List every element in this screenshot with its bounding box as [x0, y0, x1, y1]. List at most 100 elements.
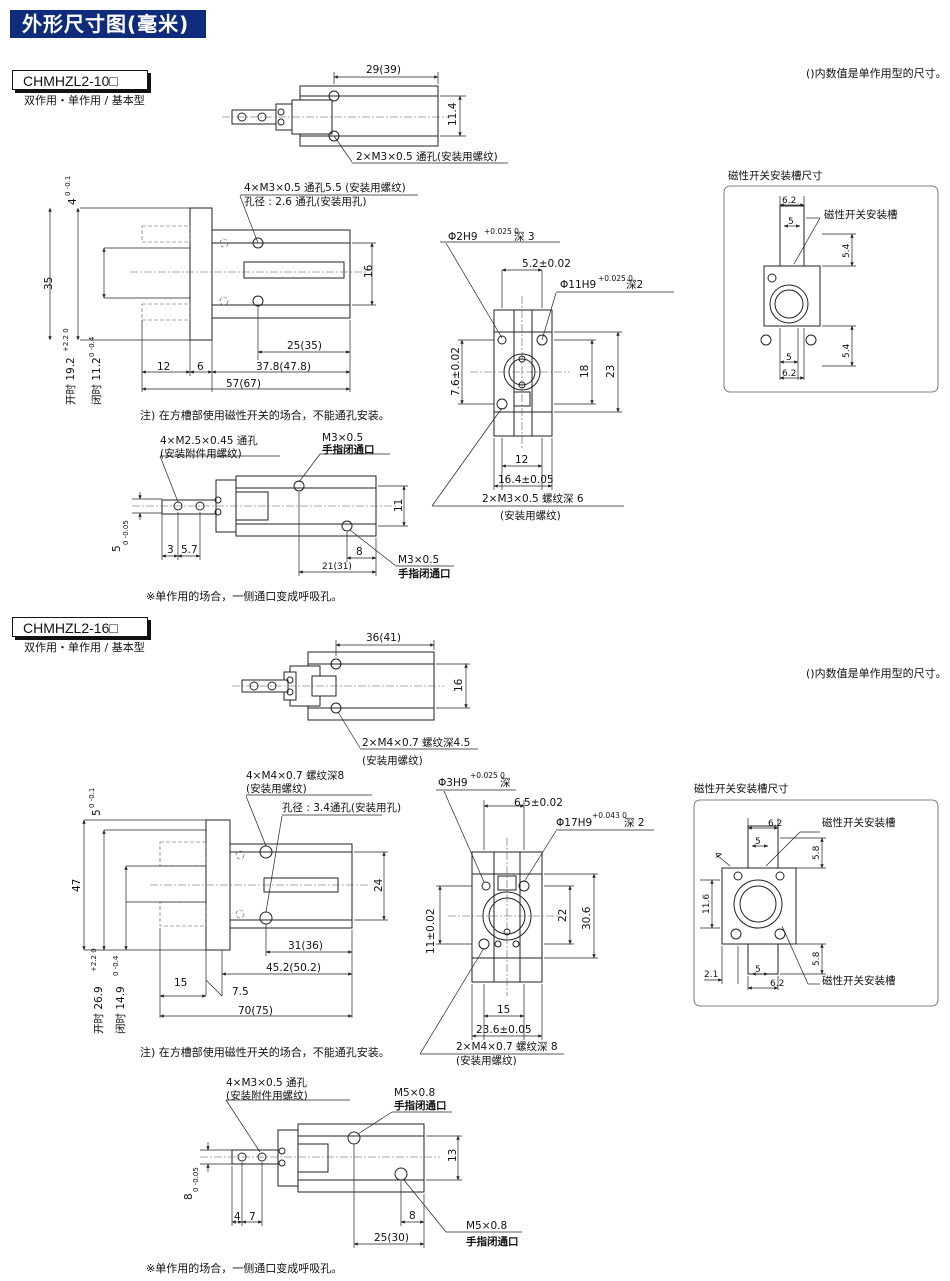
dim-side16-closed: 闭时 14.9 [114, 986, 127, 1034]
groove16-62-bot: 6.2 [770, 979, 784, 989]
end-view-16 [419, 789, 654, 1055]
label-end10-bore: Φ11H9 [560, 279, 596, 291]
dim-end16-306: 30.6 [581, 906, 593, 930]
dim-side10-25: 25(35) [287, 340, 322, 352]
label-end10-pin-depth: 深 3 [514, 231, 535, 243]
side-view-16 [82, 794, 388, 1018]
groove10-5-top: 5 [788, 217, 794, 227]
label-top16-hole2: (安装用螺纹) [362, 754, 423, 767]
dim-side10-open: 开时 19.2 [65, 357, 77, 405]
label-bot16-port-bot1: M5×0.8 [466, 1220, 507, 1232]
dim-bot16-8-tol: 0 -0.05 [192, 1167, 200, 1192]
dim-end16-236: 23.6±0.05 [476, 1024, 532, 1036]
groove16-5-bot: 5 [755, 965, 761, 975]
dim-bot16-4: 4 [234, 1211, 241, 1223]
label-end10-bore-tol: +0.025 0 [598, 274, 633, 283]
subtitle-10: 双作用・单作用 / 基本型 [24, 94, 145, 107]
breather-note-2: ※单作用的场合，一侧通口变成呼吸孔。 [146, 1262, 343, 1275]
label-end16-bore-tol: +0.043 0 [592, 811, 627, 820]
groove-box-10 [723, 185, 939, 393]
label-top10-hole: 2×M3×0.5 通孔(安装用螺纹) [356, 150, 498, 163]
label-side16-thread2: (安装用螺纹) [246, 782, 307, 795]
dim-end10-52: 5.2±0.02 [522, 258, 571, 270]
dim-side16-open: 开时 26.9 [93, 986, 105, 1034]
label-end16-thread2: (安装用螺纹) [456, 1054, 517, 1067]
groove10-62-top: 6.2 [782, 196, 796, 206]
groove10-54-bot: 5.4 [842, 343, 852, 358]
label-side10-thread2: 孔径 : 2.6 通孔(安装用孔) [244, 195, 366, 208]
top-view-16 [232, 640, 478, 750]
groove16-label-bot: 磁性开关安装槽 [822, 974, 896, 987]
dim-side16-31: 31(36) [288, 940, 323, 952]
single-acting-note-2: ()内数值是单作用型的尺寸。 [806, 667, 947, 680]
dim-side16-47: 47 [71, 879, 83, 892]
label-end10-pin: Φ2H9 [448, 231, 478, 243]
label-bot16-port-bot2: 手指闭通口 [466, 1235, 519, 1248]
subtitle-16: 双作用・单作用 / 基本型 [24, 641, 145, 654]
label-side10-thread1: 4×M3×0.5 通孔5.5 (安装用螺纹) [244, 181, 406, 194]
dim-side10-closed: 闭时 11.2 [90, 357, 103, 405]
dim-bot16-25: 25(30) [374, 1232, 409, 1244]
label-bot10-port-top2: 手指闭通口 [322, 443, 375, 456]
label-bot10-thread1: 4×M2.5×0.45 通孔 [160, 434, 258, 447]
dim-bot10-11: 11 [393, 499, 405, 512]
label-bot10-port-bot2: 手指闭通口 [398, 567, 451, 580]
label-end16-thread: 2×M4×0.7 螺纹深 8 [456, 1040, 558, 1053]
label-bot16-thread1: 4×M3×0.5 通孔 [226, 1076, 308, 1089]
model-label-10: CHMHZL2-10□ [12, 70, 148, 90]
single-acting-note-1: ()内数值是单作用型的尺寸。 [806, 67, 947, 80]
dim-top10-length: 29(39) [366, 64, 401, 76]
groove10-62-bot: 6.2 [782, 369, 796, 379]
dim-end16-15: 15 [497, 1004, 510, 1016]
label-bot16-thread2: (安装附件用螺纹) [226, 1089, 308, 1102]
groove16-21: 2.1 [704, 970, 718, 980]
label-top16-hole1: 2×M4×0.7 螺纹深4.5 [362, 736, 470, 749]
groove16-4: 4 [711, 851, 723, 861]
bottom-view-16 [200, 1099, 522, 1248]
groove16-title: 磁性开关安装槽尺寸 [694, 782, 789, 795]
dim-bot16-13: 13 [447, 1149, 459, 1162]
dim-side16-15: 15 [174, 977, 187, 989]
top-view-10 [222, 72, 508, 164]
label-bot16-port-top1: M5×0.8 [394, 1087, 435, 1099]
breather-note-1: ※单作用的场合，一侧通口变成呼吸孔。 [146, 590, 343, 603]
dim-side10-4-tol: 0 -0.1 [64, 176, 72, 196]
label-bot16-port-top2: 手指闭通口 [394, 1099, 447, 1112]
label-end16-bore-depth: 深 2 [624, 817, 645, 829]
label-end10-thread: 2×M3×0.5 螺纹深 6 [482, 492, 584, 505]
dim-side10-16: 16 [363, 264, 375, 278]
dim-end10-76: 7.6±0.02 [450, 347, 462, 396]
dim-top10-height: 11.4 [447, 102, 459, 126]
groove16-58-top: 5.8 [812, 845, 822, 860]
dim-end10-12: 12 [515, 454, 528, 466]
label-end16-pin: Φ3H9 [438, 777, 468, 789]
dim-side16-5-tol: 0 -0.1 [88, 788, 96, 808]
groove16-label-top: 磁性开关安装槽 [822, 816, 896, 829]
dim-side16-5: 5 [91, 809, 103, 816]
groove16-116: 11.6 [702, 894, 712, 914]
groove10-label: 磁性开关安装槽 [824, 208, 898, 221]
dim-bot10-5-tol: 0 -0.05 [122, 520, 130, 545]
bottom-view-10 [132, 453, 454, 576]
dim-bot10-8: 8 [356, 546, 363, 558]
label-end16-pin-tol: +0.025 0 [470, 771, 505, 780]
groove16-58-bot: 5.8 [812, 951, 822, 966]
dim-end16-22: 22 [557, 909, 569, 922]
end-view-10 [431, 241, 674, 507]
dim-end16-65: 6.5±0.02 [514, 797, 563, 809]
dim-side10-57: 57(67) [226, 378, 261, 390]
label-end10-pin-tol: +0.025 0 [484, 227, 519, 236]
dim-end10-23: 23 [605, 365, 617, 378]
groove10-title: 磁性开关安装槽尺寸 [728, 169, 823, 182]
dim-side16-75: 7.5 [232, 986, 249, 998]
groove-box-16 [693, 799, 939, 1007]
dim-side10-6: 6 [197, 361, 204, 373]
label-end10-bore-depth: 深2 [626, 279, 643, 291]
label-side16-thread3: 孔径 : 3.4通孔(安装用孔) [282, 801, 401, 814]
groove10-5-bot: 5 [786, 353, 792, 363]
dim-top16-height: 16 [453, 678, 465, 692]
dim-side16-24: 24 [373, 878, 385, 892]
dim-side10-open-tol: +2.2 0 [62, 328, 70, 352]
dim-side16-70: 70(75) [238, 1005, 273, 1017]
